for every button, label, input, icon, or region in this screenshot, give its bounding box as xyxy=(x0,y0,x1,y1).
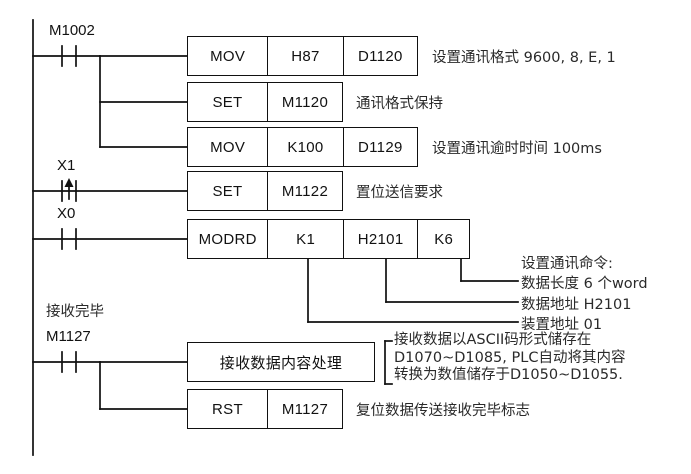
instruction-opcode: 接收数据内容处理 xyxy=(219,353,343,372)
instruction-operand-1: M1120 xyxy=(266,83,342,121)
instruction-operand-1: M1127 xyxy=(266,390,342,428)
instruction-operand-1: K100 xyxy=(267,128,342,166)
callout-data-length: 数据长度 6 个word xyxy=(521,276,648,292)
instruction-box-recv-process[interactable]: 接收数据内容处理 xyxy=(187,342,375,382)
callout-device-address: 装置地址 01 xyxy=(521,317,603,333)
instruction-box-set-m1120[interactable]: SET M1120 xyxy=(187,82,343,122)
callout-heading-modrd: 设置通讯命令: xyxy=(521,256,613,272)
leader-line-h2101 xyxy=(385,256,519,303)
instruction-opcode: MODRD xyxy=(198,230,257,248)
callout-receive-note-line-2: D1070~D1085, PLC自动将其内容 xyxy=(394,349,626,366)
leader-line-k6 xyxy=(460,256,519,282)
instruction-operand-1: H87 xyxy=(267,37,342,75)
instruction-operand-2: H2101 xyxy=(342,220,417,258)
contact-m1127 xyxy=(61,351,77,373)
instruction-operand-1: K1 xyxy=(267,220,342,258)
instruction-box-mov-h87[interactable]: MOV H87 D1120 xyxy=(187,36,418,76)
annotation-set-m1122: 置位送信要求 xyxy=(356,185,443,201)
annotation-rst-m1127: 复位数据传送接收完毕标志 xyxy=(356,403,530,419)
instruction-opcode: MOV xyxy=(210,138,246,156)
contact-label-m1002: M1002 xyxy=(49,22,95,39)
contact-label-m1127: M1127 xyxy=(46,328,91,345)
contact-label-x1: X1 xyxy=(57,157,76,174)
instruction-opcode: SET xyxy=(212,182,243,200)
annotation-mov-k100: 设置通讯逾时时间 100ms xyxy=(432,141,602,157)
annotation-mov-h87: 设置通讯格式 9600, 8, E, 1 xyxy=(432,50,616,66)
instruction-box-mov-k100[interactable]: MOV K100 D1129 xyxy=(187,127,418,167)
callout-receive-note: 接收数据以ASCII码形式储存在 D1070~D1085, PLC自动将其内容 … xyxy=(394,332,625,385)
instruction-operand-1: M1122 xyxy=(266,172,342,210)
leader-bracket-receive-note xyxy=(384,340,393,385)
contact-m1002 xyxy=(61,45,77,67)
instruction-box-rst-m1127[interactable]: RST M1127 xyxy=(187,389,343,429)
instruction-opcode: MOV xyxy=(210,47,246,65)
callout-data-address: 数据地址 H2101 xyxy=(521,297,632,313)
instruction-box-set-m1122[interactable]: SET M1122 xyxy=(187,171,343,211)
callout-receive-note-line-1: 接收数据以ASCII码形式储存在 xyxy=(394,332,592,348)
instruction-opcode: SET xyxy=(212,93,243,111)
instruction-box-modrd[interactable]: MODRD K1 H2101 K6 xyxy=(187,219,470,259)
contact-comment-m1127: 接收完毕 xyxy=(46,304,104,320)
contact-label-x0: X0 xyxy=(57,205,76,222)
contact-x1 xyxy=(61,178,77,202)
leader-line-k1 xyxy=(307,256,519,323)
contact-x0 xyxy=(61,228,77,250)
callout-receive-note-line-3: 转换为数值储存于D1050~D1055. xyxy=(394,367,623,383)
instruction-operand-3: K6 xyxy=(417,220,469,258)
instruction-operand-2: D1129 xyxy=(342,128,417,166)
instruction-operand-2: D1120 xyxy=(342,37,417,75)
instruction-opcode: RST xyxy=(212,400,243,418)
annotation-set-m1120: 通讯格式保持 xyxy=(356,96,443,112)
